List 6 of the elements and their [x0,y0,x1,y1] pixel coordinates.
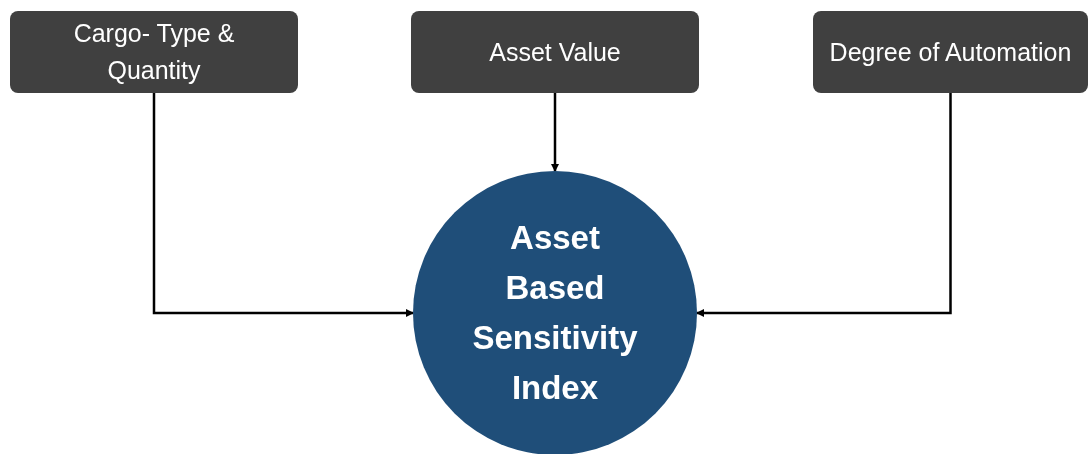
factor-box: Degree of Automation [813,11,1088,93]
factor-box: Asset Value [411,11,699,93]
factor-box: Cargo- Type & Quantity [10,11,298,93]
arrow [551,93,559,172]
arrow [152,93,414,317]
arrow [696,93,952,317]
